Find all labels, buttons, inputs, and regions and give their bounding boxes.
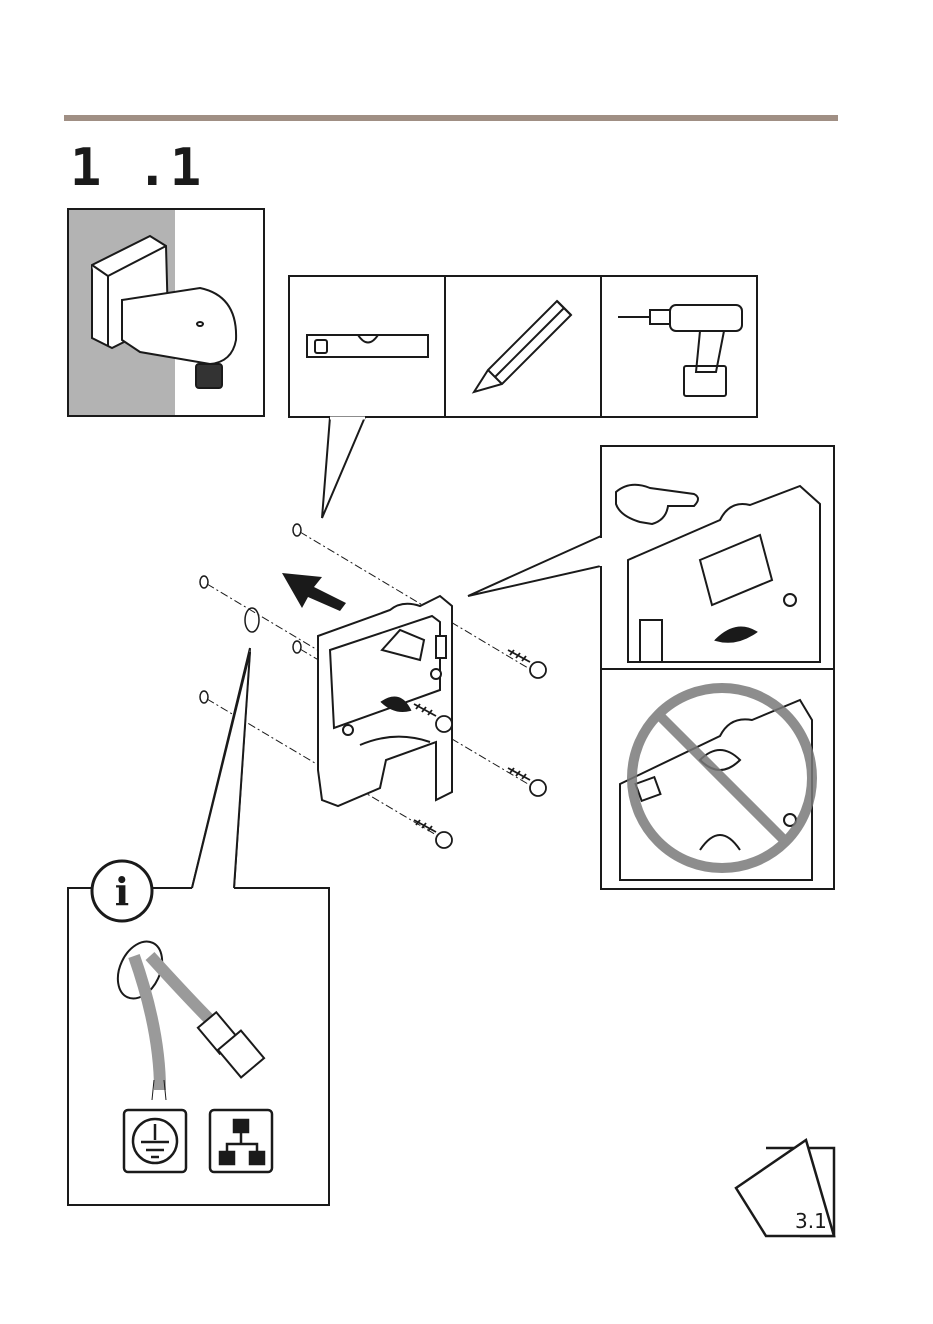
drill-hole-markers bbox=[200, 524, 301, 703]
screw bbox=[414, 820, 452, 848]
screw bbox=[508, 650, 546, 678]
info-icon-letter: i bbox=[115, 869, 129, 914]
page-reference-label[interactable]: 3.1 bbox=[795, 1209, 827, 1233]
info-callout bbox=[68, 648, 329, 1205]
mounting-plate bbox=[318, 596, 452, 806]
detail-callout bbox=[468, 446, 834, 889]
push-direction-arrow bbox=[282, 573, 346, 611]
screw bbox=[508, 768, 546, 796]
mount-preview-panel bbox=[68, 209, 264, 416]
